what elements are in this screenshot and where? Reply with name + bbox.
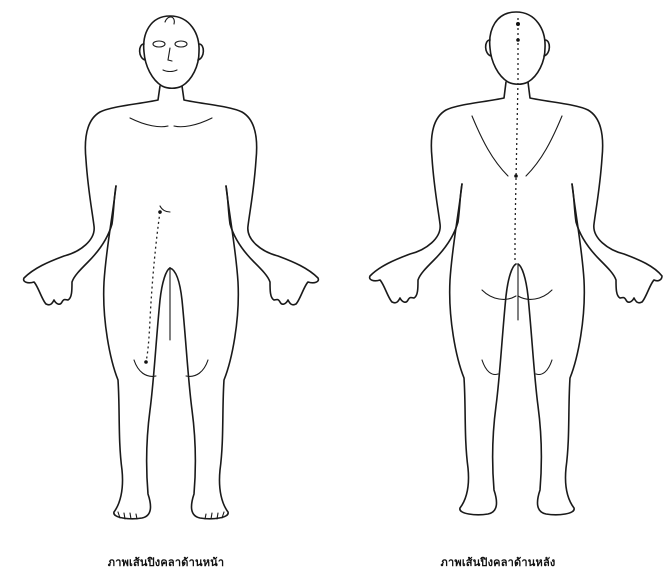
- front-meridian: [144, 210, 162, 364]
- front-view-caption: ภาพเส้นปิงคลาด้านหน้า: [0, 553, 332, 571]
- back-meridian: [514, 18, 520, 262]
- back-view-caption: ภาพเส้นปิงคลาด้านหลัง: [332, 553, 664, 571]
- back-body-outline: [370, 12, 662, 515]
- back-body-drawing: [332, 0, 664, 530]
- front-body-outline: [24, 16, 319, 519]
- front-body-figure: [0, 0, 332, 530]
- front-muscle-details: [130, 118, 212, 376]
- front-face-details: [153, 17, 187, 72]
- back-body-figure: [332, 0, 664, 530]
- front-body-drawing: [0, 0, 332, 530]
